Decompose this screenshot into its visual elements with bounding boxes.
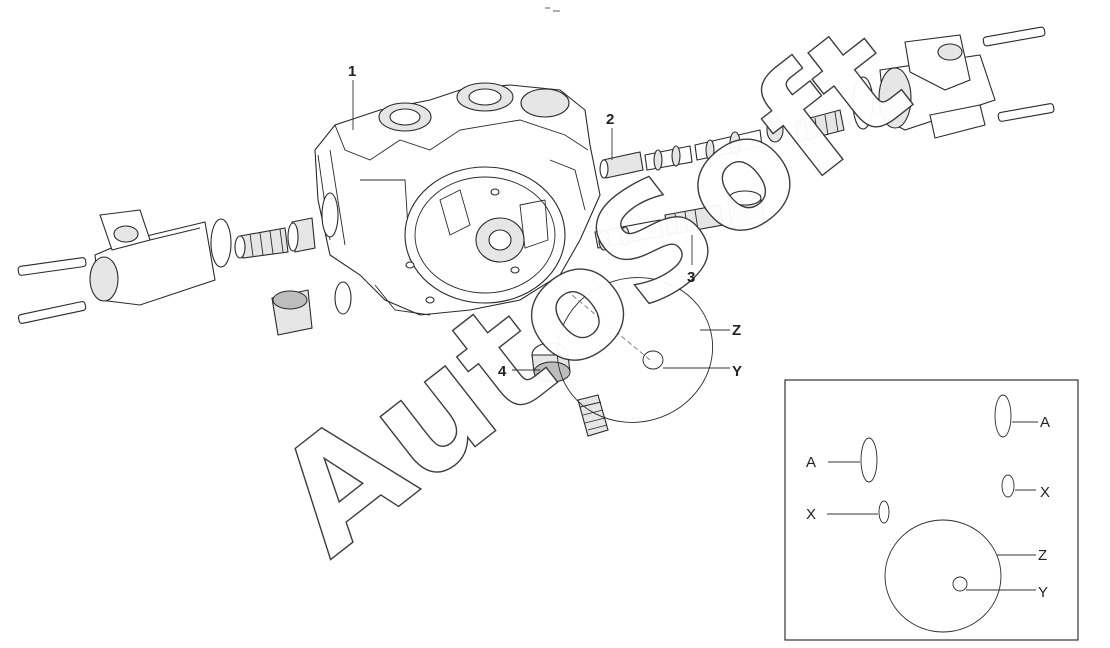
callout-3: 3 <box>687 269 695 286</box>
inset-label-x-right: X <box>1040 484 1050 501</box>
inset-label-a-right: A <box>1040 414 1050 431</box>
lower-spool <box>594 190 766 251</box>
left-end-cap <box>89 209 216 306</box>
inset-oring-x-right <box>1001 474 1015 498</box>
callout-1: 1 <box>348 63 356 80</box>
callout-4: 4 <box>498 363 507 380</box>
left-spool-cap <box>287 217 316 253</box>
left-spring <box>234 227 289 259</box>
left-oring <box>210 218 232 268</box>
inset-oring-a-left <box>860 437 878 483</box>
inset-ring-y <box>952 576 968 592</box>
inset-oring-x-left <box>878 500 890 524</box>
upper-spool <box>599 117 784 179</box>
inset-label-x-left: X <box>806 506 816 523</box>
callout-z: Z <box>732 322 741 339</box>
inset-label-y: Y <box>1038 584 1048 601</box>
inset-label-a-left: A <box>806 454 816 471</box>
left-plug <box>271 289 313 336</box>
check-valve <box>531 342 571 383</box>
upper-spring <box>794 109 845 143</box>
callout-y: Y <box>732 363 742 380</box>
callout-leaders <box>352 80 730 371</box>
right-bolts <box>982 26 1055 122</box>
upper-oring <box>852 76 874 130</box>
left-bolts <box>17 257 87 324</box>
assembly-axis-line <box>559 284 651 361</box>
inset-disc-z <box>884 519 1002 633</box>
inset-label-z: Z <box>1038 547 1047 564</box>
inset-detail-box <box>784 379 1079 641</box>
valve-body <box>314 82 601 316</box>
small-oring <box>334 281 352 315</box>
callout-2: 2 <box>606 111 614 128</box>
inset-oring-a-right <box>994 394 1012 438</box>
top-mark <box>545 7 560 12</box>
seal-ring-y <box>642 350 664 370</box>
right-end-cap <box>878 34 996 139</box>
